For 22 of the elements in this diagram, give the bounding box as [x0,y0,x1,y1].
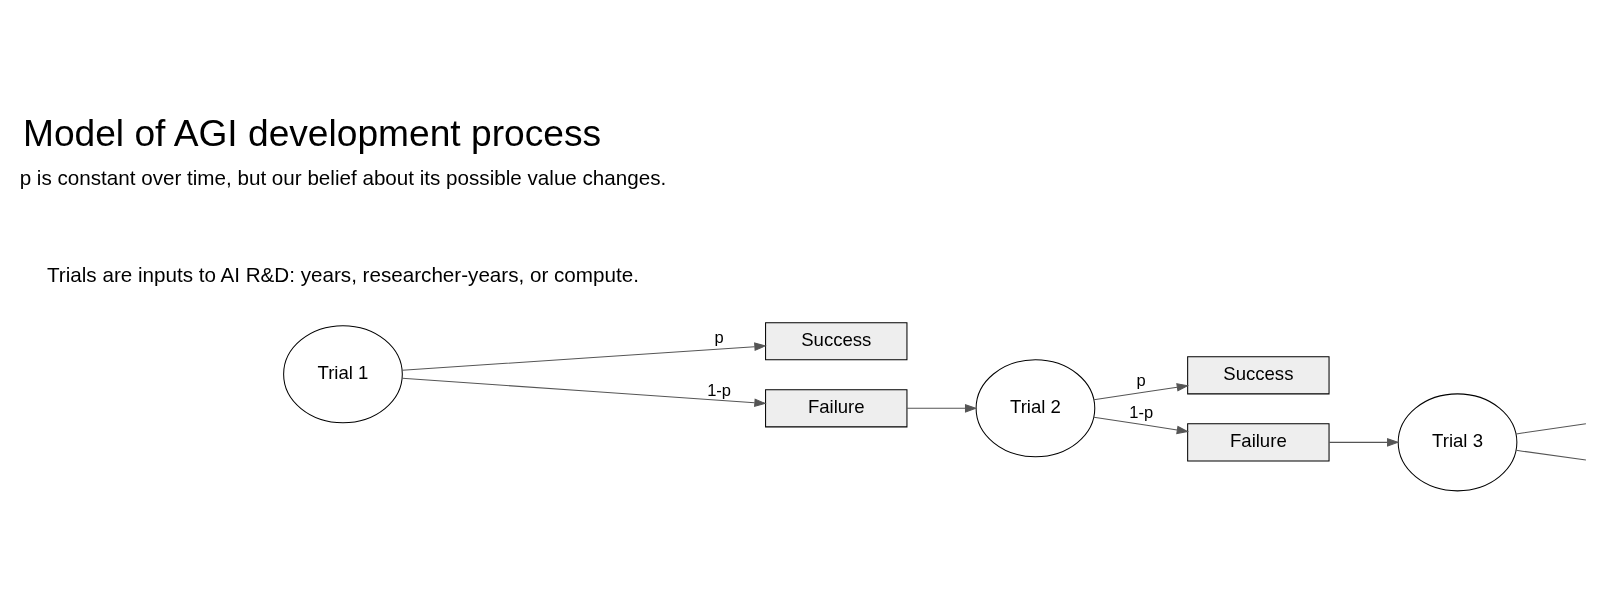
arrow [1093,416,1190,434]
edge-label: p [714,327,724,346]
arrow [401,377,767,407]
node-ellipse: Trial 3 [1397,392,1518,491]
label: p is constant over time, but our belief about its possible value changes. [19,165,667,189]
connector [1515,422,1587,434]
arrow [906,403,978,413]
arrow [1093,382,1190,400]
node-box: Failure [1187,422,1330,461]
edge-label: 1-p [707,380,732,399]
node-ellipse: Trial 1 [283,324,403,423]
node-box: Failure [765,388,908,427]
node-box: Success [765,321,908,360]
node-box: Success [1187,355,1330,394]
label: Trials are inputs to AI R&D: years, researcher-years, or compute. [47,262,639,286]
arrow [1328,437,1400,447]
edge-label: 1-p [1129,402,1154,421]
arrow [401,341,767,371]
diagram-title: Model of AGI development process [22,111,602,154]
connector [1515,449,1587,460]
edge-label: p [1136,370,1146,389]
node-ellipse: Trial 2 [975,358,1096,457]
